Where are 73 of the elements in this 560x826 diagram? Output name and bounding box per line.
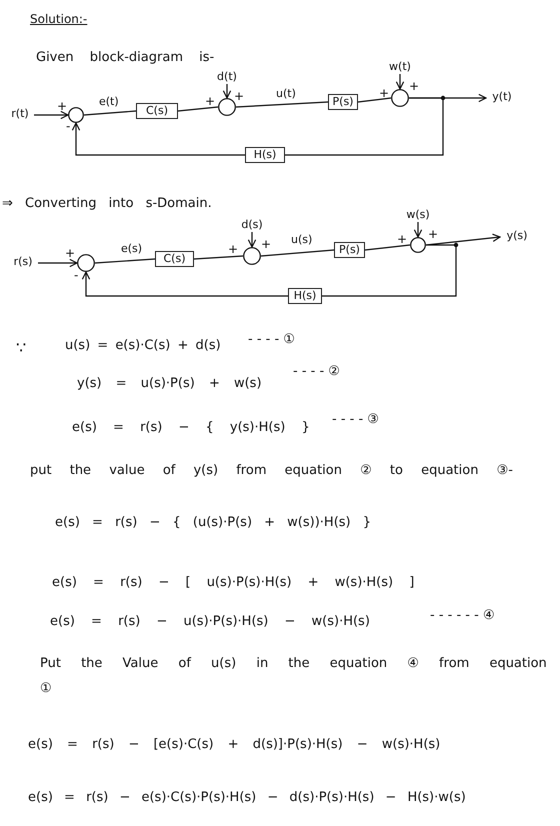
arrow: [396, 74, 404, 90]
summing-junction: [68, 107, 84, 123]
sign-label: +: [379, 86, 390, 100]
equation: e(s) = r(s) − [ u(s)·P(s)·H(s) + w(s)·H(s) ]: [52, 575, 414, 591]
instruction-text: Given block-diagram is-: [36, 50, 214, 66]
equation-number: - - - - ①: [248, 332, 295, 348]
summing-junction: [410, 237, 426, 253]
arrow: [82, 271, 288, 297]
signal-label: r(s): [8, 255, 38, 271]
instruction-text: put the value of y(s) from equation ② to equation ③-: [30, 463, 513, 479]
transfer-function-block: H(s): [245, 147, 285, 163]
equation-number: - - - - ②: [293, 364, 340, 380]
arrow: [38, 258, 78, 268]
equation: e(s) = r(s) − { y(s)·H(s) }: [72, 420, 310, 436]
sign-label: -: [66, 119, 70, 134]
sign-label: +: [57, 99, 68, 114]
edge-label: e(s): [120, 242, 144, 256]
equation-number: - - - - - - ④: [430, 608, 495, 624]
signal-label: w(t): [387, 60, 413, 74]
sign-label: +: [409, 79, 420, 94]
signal-label: w(s): [405, 208, 431, 222]
connector-line: [322, 244, 457, 297]
edge-label: u(s): [290, 233, 314, 246]
arrow: [414, 222, 422, 238]
equation-number: - - - - ③: [332, 412, 379, 428]
arrow: [34, 110, 69, 120]
signal-label: d(s): [239, 218, 265, 232]
transfer-function-block: P(s): [328, 94, 358, 110]
sign-label: +: [261, 237, 272, 252]
signal-label: d(t): [214, 70, 240, 84]
transfer-function-block: P(s): [334, 242, 365, 258]
connector-line: [260, 249, 334, 257]
transfer-function-block: C(s): [136, 103, 178, 119]
edge-label: e(t): [98, 95, 120, 108]
summing-junction: [218, 98, 236, 116]
heading: Solution:-: [30, 12, 88, 26]
equation: e(s) = r(s) − [e(s)·C(s) + d(s)]·P(s)·H(s) − w(s)·H(s): [28, 737, 440, 753]
equation: e(s) = r(s) − e(s)·C(s)·P(s)·H(s) − d(s)·P(s)·H(s) − H(s)·w(s): [28, 790, 466, 806]
sign-label: -: [74, 268, 78, 282]
equation: e(s) = r(s) − u(s)·P(s)·H(s) − w(s)·H(s): [50, 614, 370, 630]
connector-line: [358, 97, 392, 103]
because-symbol: ∵: [16, 338, 26, 358]
instruction-text: Put the Value of u(s) in the equation ④ from equation ①: [40, 655, 548, 698]
equation: y(s) = u(s)·P(s) + w(s): [77, 376, 262, 392]
connector-line: [236, 101, 328, 108]
sign-label: +: [205, 94, 216, 108]
equation: e(s) = r(s) − { (u(s)·P(s) + w(s))·H(s) }: [55, 515, 372, 531]
connector-line: [178, 106, 218, 112]
connector-line: [194, 255, 244, 260]
sign-label: +: [228, 242, 238, 256]
connector-line: [364, 244, 410, 251]
sign-label: +: [397, 232, 408, 246]
sign-label: +: [65, 246, 76, 260]
signal-label: r(t): [6, 107, 34, 123]
transfer-function-block: C(s): [155, 251, 194, 267]
connector-line: [84, 110, 136, 116]
sign-label: +: [234, 89, 244, 104]
connector-line: [94, 258, 156, 264]
sign-label: +: [428, 227, 438, 242]
equation: u(s) = e(s)·C(s) + d(s): [65, 338, 221, 354]
arrow: [72, 122, 245, 156]
signal-label: y(t): [486, 90, 518, 106]
arrow: [426, 234, 501, 246]
connector-line: [285, 97, 444, 156]
edge-label: u(t): [275, 87, 297, 100]
summing-junction: [243, 247, 261, 265]
summing-junction: [77, 254, 95, 272]
signal-label: y(s): [500, 229, 534, 245]
summing-junction: [391, 89, 409, 107]
arrow: [248, 232, 256, 248]
arrow: [222, 84, 232, 99]
transfer-function-block: H(s): [288, 288, 322, 304]
instruction-text: ⇒ Converting into s-Domain.: [2, 196, 212, 212]
